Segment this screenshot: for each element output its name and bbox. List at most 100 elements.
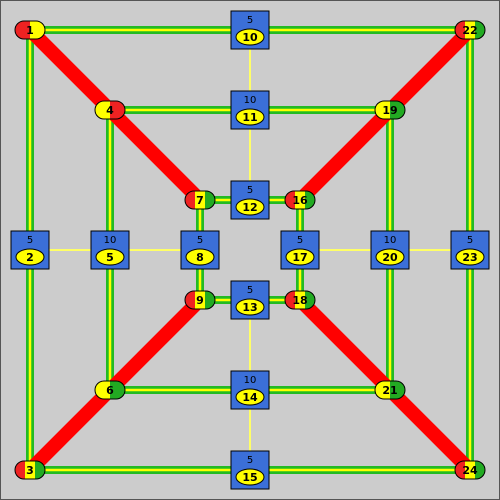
node-segment-yellow [375, 381, 391, 399]
node-6[interactable]: 6 [94, 380, 126, 400]
node-outline [184, 190, 216, 210]
node-22[interactable]: 22 [454, 20, 486, 40]
node-24[interactable]: 24 [454, 460, 486, 480]
node-segment-yellow [30, 21, 45, 39]
node-segment-green [305, 291, 315, 309]
node-segment-yellow [465, 461, 476, 479]
node-outline [284, 290, 316, 310]
box-10[interactable]: 510 [230, 10, 270, 50]
box-label: 11 [242, 111, 257, 124]
node-7[interactable]: 7 [184, 190, 216, 210]
node-19[interactable]: 19 [374, 100, 406, 120]
box-label-pill [235, 388, 265, 406]
node-label: 4 [106, 104, 114, 117]
box-label: 10 [242, 31, 258, 44]
box-label: 12 [242, 201, 257, 214]
node-segment-red [455, 21, 466, 39]
node-16[interactable]: 16 [284, 190, 316, 210]
box-2[interactable]: 52 [10, 230, 50, 270]
box-label-pill [375, 248, 405, 266]
box-23[interactable]: 523 [450, 230, 490, 270]
box-label: 2 [26, 251, 34, 264]
box-value: 5 [247, 455, 253, 466]
node-label: 9 [196, 294, 204, 307]
node-segment-yellow [195, 191, 206, 209]
node-segment-yellow [95, 101, 111, 119]
box-value: 10 [244, 375, 257, 386]
node-segment-red [185, 191, 196, 209]
node-outline [284, 190, 316, 210]
node-18[interactable]: 18 [284, 290, 316, 310]
box-label-pill [95, 248, 125, 266]
box-value: 5 [197, 235, 203, 246]
node-label: 24 [462, 464, 478, 477]
node-segment-green [390, 381, 405, 399]
box-value: 5 [247, 285, 253, 296]
node-1[interactable]: 1 [14, 20, 46, 40]
box-label: 8 [196, 251, 204, 264]
node-segment-yellow [465, 21, 476, 39]
box-label: 14 [242, 391, 258, 404]
node-label: 3 [26, 464, 34, 477]
box-8[interactable]: 58 [180, 230, 220, 270]
box-value: 5 [27, 235, 33, 246]
node-segment-red [110, 101, 125, 119]
box-label-pill [235, 298, 265, 316]
node-outline [454, 460, 486, 480]
box-label-pill [235, 28, 265, 46]
node-segment-yellow [95, 381, 111, 399]
box-5[interactable]: 105 [90, 230, 130, 270]
box-13[interactable]: 513 [230, 280, 270, 320]
node-segment-green [35, 461, 45, 479]
node-segment-yellow [25, 461, 36, 479]
node-segment-yellow [295, 291, 306, 309]
node-outline [374, 380, 406, 400]
box-label: 5 [106, 251, 114, 264]
node-segment-green [305, 191, 315, 209]
node-label: 6 [106, 384, 114, 397]
node-outline [14, 20, 46, 40]
node-segment-green [390, 101, 405, 119]
node-segment-green [205, 191, 215, 209]
node-21[interactable]: 21 [374, 380, 406, 400]
node-segment-green [475, 21, 485, 39]
node-segment-red [285, 191, 296, 209]
box-17[interactable]: 517 [280, 230, 320, 270]
node-label: 7 [196, 194, 204, 207]
box-value: 5 [247, 185, 253, 196]
box-value: 10 [384, 235, 397, 246]
box-value: 5 [247, 15, 253, 26]
node-9[interactable]: 9 [184, 290, 216, 310]
box-value: 10 [244, 95, 257, 106]
box-label: 13 [242, 301, 257, 314]
node-outline [14, 460, 46, 480]
node-segment-yellow [195, 291, 206, 309]
node-3[interactable]: 3 [14, 460, 46, 480]
box-12[interactable]: 512 [230, 180, 270, 220]
box-value: 10 [104, 235, 117, 246]
node-label: 22 [462, 24, 477, 37]
box-label: 17 [292, 251, 307, 264]
node-4[interactable]: 4 [94, 100, 126, 120]
node-label: 1 [26, 24, 34, 37]
node-segment-red [185, 291, 196, 309]
node-segment-yellow [295, 191, 306, 209]
node-outline [184, 290, 216, 310]
box-label-pill [285, 248, 315, 266]
node-outline [94, 100, 126, 120]
box-15[interactable]: 515 [230, 450, 270, 490]
box-value: 5 [297, 235, 303, 246]
node-segment-red [15, 461, 26, 479]
node-segment-green [205, 291, 215, 309]
node-outline [94, 380, 126, 400]
box-label: 23 [462, 251, 477, 264]
box-label-pill [455, 248, 485, 266]
box-label-pill [235, 198, 265, 216]
node-outline [374, 100, 406, 120]
